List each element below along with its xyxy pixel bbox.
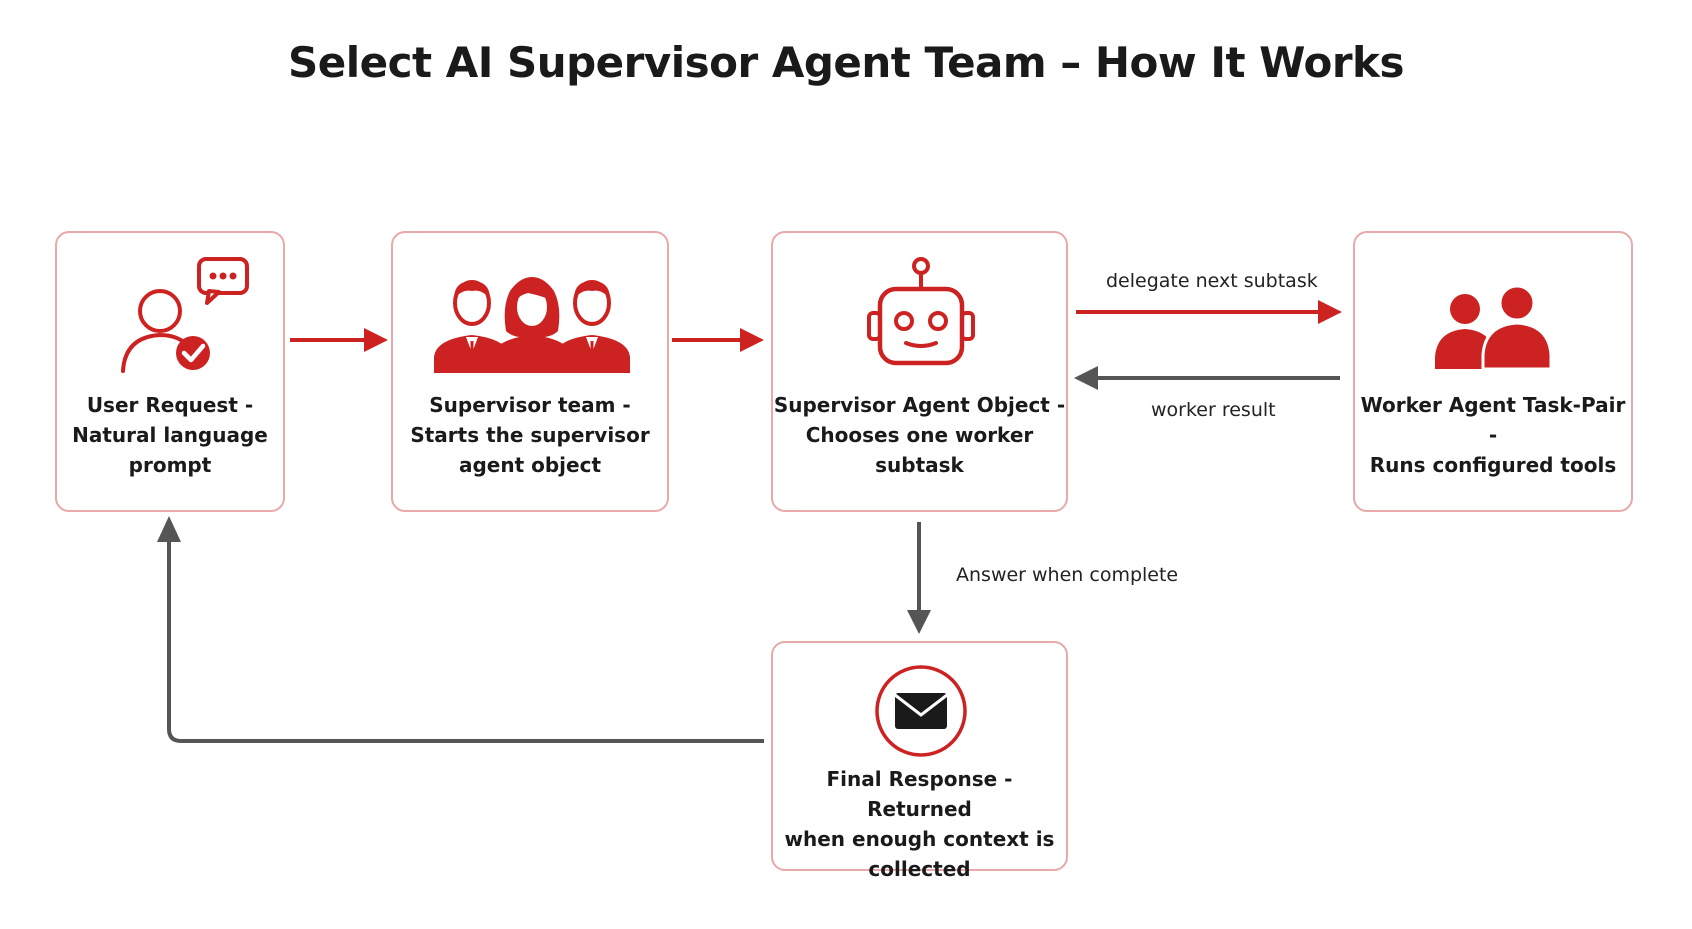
arrow-user-to-team xyxy=(290,328,388,352)
node-label-line: Runs configured tools xyxy=(1369,453,1617,477)
node-label-line: Supervisor Agent Object - xyxy=(773,393,1066,417)
arrow-worker-result xyxy=(1074,366,1340,390)
diagram-title: Select AI Supervisor Agent Team – How It… xyxy=(288,38,1404,87)
team-of-three-people-icon xyxy=(434,277,630,373)
edge-label-answer: Answer when complete xyxy=(956,564,1179,586)
arrow-return-to-user xyxy=(157,516,764,743)
node-label-line: prompt xyxy=(128,453,212,477)
edge-label-delegate: delegate next subtask xyxy=(1106,270,1318,292)
edge-label-worker-result: worker result xyxy=(1151,399,1276,421)
node-final-response: Final Response - Returned when enough co… xyxy=(771,641,1068,881)
node-label-line: Chooses one worker xyxy=(805,423,1034,447)
node-label-line: Supervisor team - xyxy=(429,393,631,417)
arrow-delegate xyxy=(1076,300,1342,324)
node-label-line: when enough context is xyxy=(784,827,1055,851)
robot-icon xyxy=(867,257,975,366)
node-user-request: User Request - Natural language prompt xyxy=(55,231,285,512)
node-label-line: Natural language xyxy=(72,423,268,447)
node-label-line: User Request - xyxy=(86,393,254,417)
node-worker-agent: Worker Agent Task-Pair - Runs configured… xyxy=(1353,231,1633,512)
node-label-line: collected xyxy=(868,857,971,881)
arrow-team-to-agent xyxy=(672,328,764,352)
node-label-line: Final Response - Returned xyxy=(826,767,1013,821)
node-label-line: Starts the supervisor xyxy=(410,423,650,447)
envelope-icon xyxy=(875,665,967,757)
arrow-answer xyxy=(907,522,931,634)
node-label-line: subtask xyxy=(875,453,964,477)
user-with-chat-check-icon xyxy=(121,257,249,373)
node-supervisor-team: Supervisor team - Starts the supervisor … xyxy=(391,231,669,512)
two-people-icon xyxy=(1435,287,1553,369)
node-label-line: Worker Agent Task-Pair - xyxy=(1360,393,1626,447)
node-label-line: agent object xyxy=(458,453,602,477)
node-supervisor-agent: Supervisor Agent Object - Chooses one wo… xyxy=(771,231,1068,512)
